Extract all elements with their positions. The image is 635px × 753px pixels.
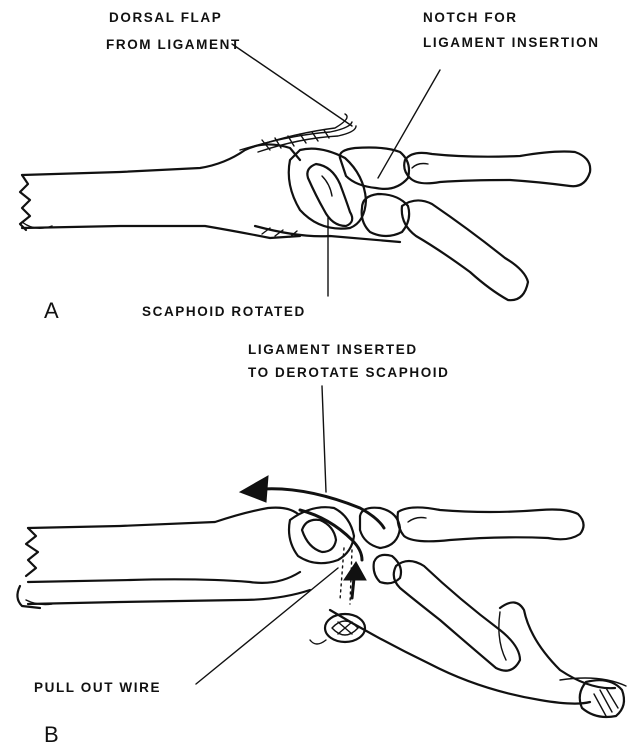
leader-dorsal-flap: [232, 44, 352, 126]
label-dorsal-flap-line2: FROM LIGAMENT: [106, 37, 241, 52]
radius-bone-b: [28, 508, 298, 528]
label-ligament-line2: TO DEROTATE SCAPHOID: [248, 365, 450, 380]
dorsal-flap-ligament: [240, 114, 356, 152]
leader-notch: [378, 70, 440, 178]
label-dorsal-flap-line1: DORSAL FLAP: [109, 10, 222, 25]
radius-bone-a: [22, 144, 300, 175]
panel-letter-a: A: [44, 298, 59, 323]
label-pull-out-wire: PULL OUT WIRE: [34, 680, 161, 695]
label-scaphoid-rotated: SCAPHOID ROTATED: [142, 304, 306, 319]
pull-out-wire-button: [310, 614, 365, 644]
lunate-bone-b: [360, 508, 400, 548]
metacarpal-upper-b: [398, 507, 584, 541]
bone-cut-end-b: [26, 528, 38, 576]
lunate-bone: [340, 148, 409, 189]
thumbnail: [580, 680, 624, 717]
capitate-bone-b: [374, 555, 401, 583]
metacarpal-lower-a: [402, 200, 528, 300]
leader-wire: [196, 568, 338, 684]
pull-arrow: [344, 562, 366, 598]
panel-letter-b: B: [44, 722, 59, 747]
label-notch-line1: NOTCH FOR: [423, 10, 518, 25]
scaphoid-derotated: [289, 507, 354, 563]
label-notch-line2: LIGAMENT INSERTION: [423, 35, 600, 50]
panel-a-figure: [20, 44, 590, 300]
metacarpal-lower-b: [394, 561, 520, 671]
panel-b-figure: [17, 386, 626, 717]
leader-ligament: [322, 386, 326, 492]
thumb-outline: [330, 610, 590, 704]
metacarpal-upper-a: [404, 152, 590, 187]
label-ligament-line1: LIGAMENT INSERTED: [248, 342, 418, 357]
